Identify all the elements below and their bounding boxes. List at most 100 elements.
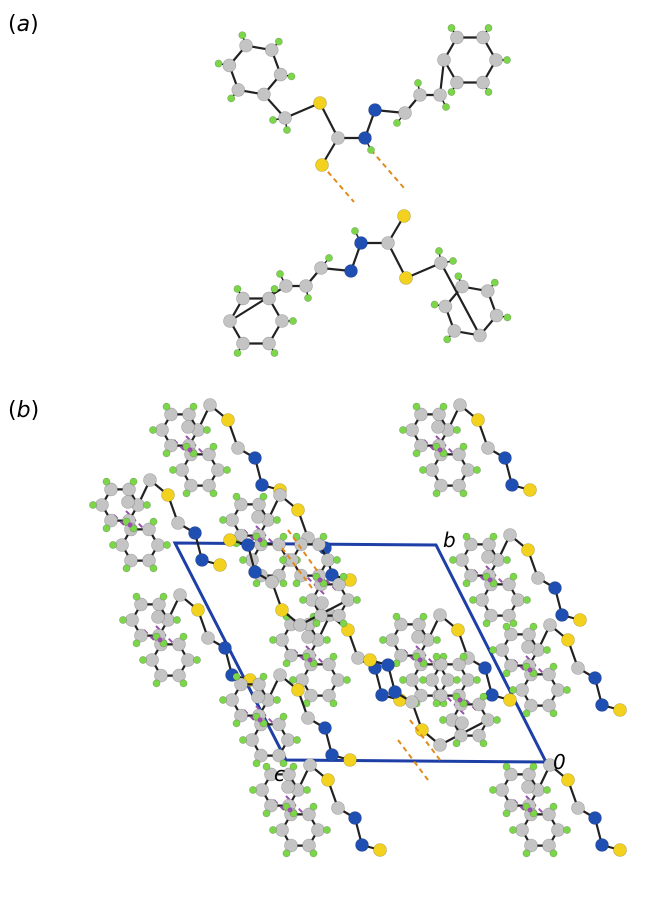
carbon-atom [434,657,448,672]
hydrogen-atom [239,556,247,564]
nitrogen-atom [325,568,339,582]
pi-stacking-interaction [513,659,535,681]
hydrogen-atom [473,676,481,684]
carbon-atom [551,823,565,837]
hydrogen-atom [303,786,311,794]
carbon-atom [151,538,165,552]
carbon-atom [502,577,516,592]
hydrogen-atom [473,466,481,474]
sulfur-atom [573,613,587,627]
hydrogen-atom [419,466,427,474]
carbon-atom [341,593,355,607]
hydrogen-atom [399,426,407,434]
carbon-atom [461,673,475,687]
nitrogen-atom [218,641,232,655]
sulfur-atom [613,703,627,717]
carbon-atom [284,838,298,853]
hydrogen-atom [179,679,188,688]
carbon-atom [225,693,239,707]
sulfur-atom [221,413,235,427]
carbon-atom [273,67,288,82]
carbon-atom [264,767,278,782]
hydrogen-atom [353,596,361,604]
hydrogen-atom [269,116,277,124]
sulfur-atom [315,158,329,172]
carbon-atom [231,441,245,455]
carbon-atom [433,88,447,102]
carbon-atom [236,291,250,306]
ring-centroid [487,577,493,583]
carbon-atom [302,838,316,853]
carbon-atom [322,688,336,703]
hydrogen-atom [289,676,297,684]
hydrogen-atom [333,556,341,564]
carbon-atom [521,640,535,654]
hydrogen-atom [282,659,291,668]
carbon-atom [455,279,469,294]
hydrogen-atom [304,294,312,302]
carbon-atom [455,716,469,730]
hydrogen-atom [227,94,236,103]
hydrogen-atom [139,656,147,664]
carbon-atom [381,236,395,250]
hydrogen-atom [432,489,441,498]
panel-label-a: (a) [8,12,39,37]
carbon-atom [264,798,278,813]
sulfur-atom [161,488,175,502]
nitrogen-atom [595,838,609,852]
ring-centroid [527,807,533,813]
hydrogen-atom [152,679,161,688]
hydrogen-atom [343,676,351,684]
carbon-atom [301,711,315,725]
hydrogen-bond [370,149,405,189]
hydrogen-atom [233,285,242,293]
carbon-atom [201,631,215,645]
nitrogen-atom [505,478,519,492]
hydrogen-atom [509,686,517,694]
pi-stacking-interaction [143,629,165,651]
carbon-atom [172,668,186,683]
pi-stacking-interaction [273,799,295,821]
hydrogen-atom [132,639,141,648]
hydrogen-atom [432,699,441,708]
hydrogen-atom [339,572,348,581]
hydrogen-atom [238,31,247,40]
sulfur-atom [213,558,227,572]
nitrogen-atom [588,671,602,685]
carbon-atom [272,748,286,763]
sulfur-atom [503,693,517,707]
hydrogen-atom [454,272,463,281]
hydrogen-atom [312,619,321,628]
hydrogen-atom [262,809,271,818]
carbon-atom [278,111,292,125]
hydrogen-atom [502,622,511,631]
hydrogen-atom [443,335,452,344]
hydrogen-atom [523,596,531,604]
nitrogen-atom [355,838,369,852]
nitrogen-atom [548,581,562,595]
nitrogen-atom [555,608,569,622]
carbon-atom [231,83,246,97]
hydrogen-atom [262,762,271,771]
sulfur-atom [313,96,327,110]
hydrogen-atom [503,56,511,64]
axis-label-c: c [274,762,285,786]
hydrogen-atom [159,592,168,601]
hydrogen-atom [442,103,450,111]
carbon-atom [489,53,503,67]
hydrogen-atom [412,449,421,458]
hydrogen-atom [209,442,218,451]
carbon-atom [515,683,529,697]
hydrogen-atom [439,402,448,411]
hydrogen-atom [182,489,191,498]
hydrogen-atom [549,709,558,718]
carbon-atom [272,717,286,732]
carbon-atom [134,628,148,643]
nitrogen-atom [368,103,382,117]
carbon-atom [151,610,165,624]
sulfur-atom [275,603,289,617]
carbon-atom [203,398,217,412]
ring-centroid [127,522,133,528]
carbon-atom [164,407,178,422]
carbon-atom [332,608,346,623]
